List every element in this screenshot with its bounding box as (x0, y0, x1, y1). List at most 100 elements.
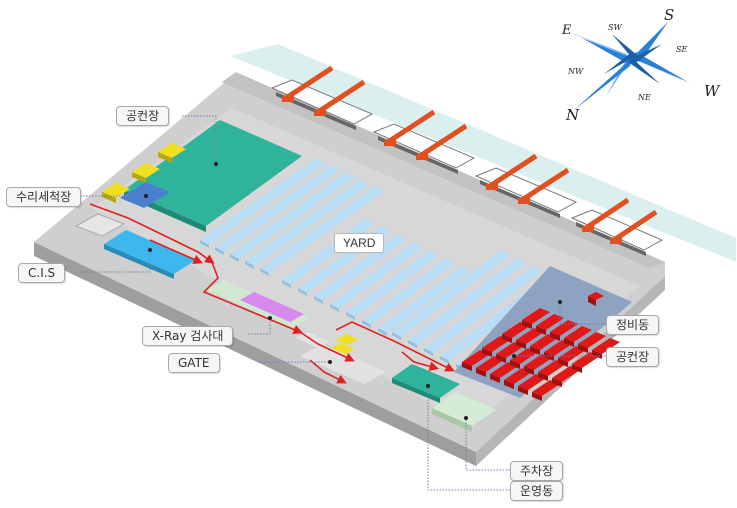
red-container (476, 356, 504, 372)
yard-block (424, 266, 543, 353)
red-containers (462, 308, 620, 401)
red-container (462, 350, 490, 366)
label-empty-yard-top: 공컨장 (116, 106, 170, 126)
red-container-side (516, 340, 526, 349)
red-container-side (504, 380, 514, 389)
quay (222, 72, 665, 268)
yard-block-side (330, 304, 339, 312)
yard-block (200, 158, 325, 245)
label-empty-yard-right: 공컨장 (606, 347, 660, 367)
label-maintenance: 정비동 (606, 315, 660, 335)
red-container-side (502, 334, 512, 343)
red-container (522, 308, 550, 324)
yard-block (215, 165, 340, 252)
water (230, 44, 736, 262)
compass-w: W (704, 82, 721, 100)
label-gate: GATE (168, 353, 220, 373)
yard-block-side (440, 356, 449, 364)
red-container (538, 360, 566, 376)
yard-block-side (424, 348, 433, 356)
red-container (578, 332, 606, 348)
entry-lane (74, 213, 126, 237)
yard-block-side (200, 240, 209, 248)
operations-building (432, 392, 496, 432)
compass-se: SE (676, 45, 687, 54)
ships-and-cranes (270, 65, 664, 256)
label-xray: X-Ray 검사대 (142, 326, 234, 346)
yard-block-side (260, 268, 269, 276)
yard-block-side (282, 280, 291, 288)
yard-block (378, 266, 471, 333)
yard-block (392, 250, 511, 337)
compass-ne: NE (637, 93, 651, 102)
label-cis: C.I.S (18, 263, 66, 283)
yard-block (346, 250, 439, 317)
red-container-side (550, 332, 560, 341)
red-container-side (536, 326, 546, 335)
yard-block (260, 186, 385, 273)
red-container (502, 322, 530, 338)
compass-nw: NW (567, 67, 584, 76)
yard-block-side (230, 254, 239, 262)
platform-side-front (34, 242, 476, 466)
red-container-side (552, 378, 562, 387)
red-container-side (510, 360, 520, 369)
red-container-side (592, 350, 602, 359)
red-container (482, 336, 510, 352)
red-container-side (476, 368, 486, 377)
red-container-side (572, 364, 582, 373)
yard-block-side (408, 340, 417, 348)
red-container-side (496, 354, 506, 363)
compass-n: N (565, 106, 580, 124)
yard-block-side (346, 312, 355, 320)
yard-block (245, 179, 370, 266)
red-container-side (518, 386, 528, 395)
red-container-side (524, 366, 534, 375)
red-container (496, 342, 524, 358)
red-container (544, 340, 572, 356)
leader-lines (80, 115, 606, 491)
yard-block (362, 258, 455, 325)
yard-block-side (314, 296, 323, 304)
compass-sw: SW (608, 23, 622, 32)
red-container (504, 368, 532, 384)
red-container (536, 314, 564, 330)
traffic-route (89, 203, 455, 384)
yard-block (408, 258, 527, 345)
red-container-side (462, 362, 472, 371)
red-container (532, 380, 560, 396)
yard-block-side (392, 332, 401, 340)
yard-block-side (245, 261, 254, 269)
red-container-side (490, 374, 500, 383)
red-container-side (532, 392, 542, 401)
label-yard: YARD (334, 233, 385, 253)
red-container (524, 354, 552, 370)
red-container-side (564, 338, 574, 347)
leader-dots (144, 162, 562, 420)
red-container-side (538, 372, 548, 381)
red-container (552, 366, 580, 382)
red-container (530, 334, 558, 350)
red-container (592, 338, 620, 354)
yard-block (330, 242, 423, 309)
yard-block-side (378, 328, 387, 336)
yard-blocks (200, 158, 575, 372)
yard-block (230, 172, 355, 259)
compass-s: S (664, 6, 674, 24)
red-container (516, 328, 544, 344)
yard-block-side (362, 320, 371, 328)
red-container (564, 326, 592, 342)
red-container-side (530, 346, 540, 355)
compass-rose: S SW SE E NW NE W N (561, 6, 721, 124)
red-container-side (558, 358, 568, 367)
red-container (558, 346, 586, 362)
red-container (550, 320, 578, 336)
red-container-side (578, 344, 588, 353)
label-repair-wash: 수리세척장 (6, 187, 82, 207)
compass-e: E (561, 23, 572, 38)
red-container (518, 374, 546, 390)
xray-area (206, 280, 310, 328)
yard-block-side (215, 247, 224, 255)
